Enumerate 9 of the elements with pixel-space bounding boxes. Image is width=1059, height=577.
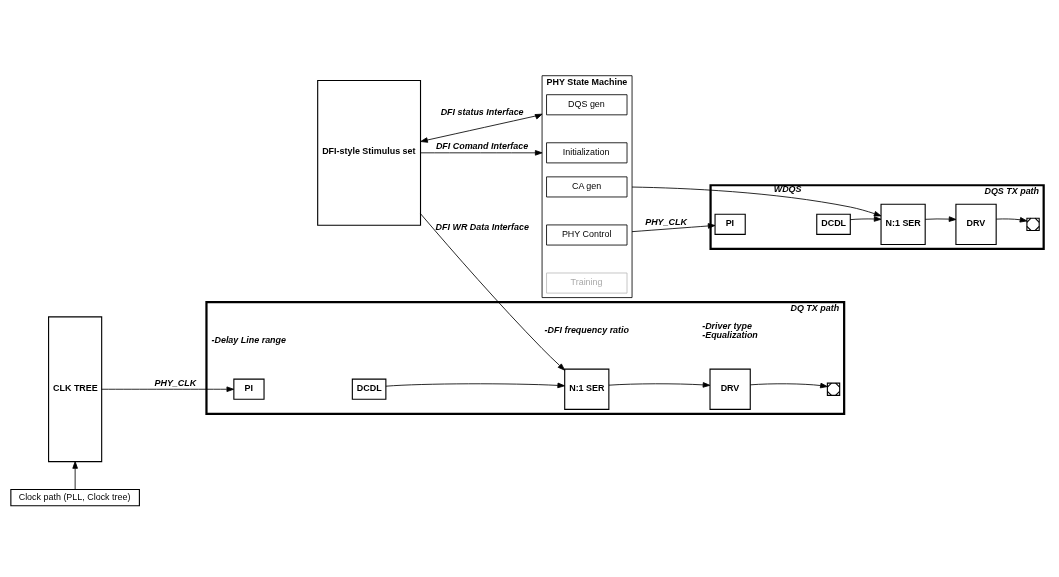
edge-label: WDQS: [773, 184, 802, 195]
edge-label: DFI Comand Interface: [435, 141, 529, 152]
edge-label: PHY_CLK: [154, 377, 197, 388]
node-label: -Delay Line range: [211, 334, 287, 345]
node-label: -DFI frequency ratio: [544, 324, 630, 335]
edge-label: DFI WR Data Interface: [435, 222, 529, 233]
edge-label: DFI status Interface: [440, 106, 524, 117]
edge-label: PHY_CLK: [645, 216, 687, 227]
node-label: -Driver type: [702, 320, 752, 331]
